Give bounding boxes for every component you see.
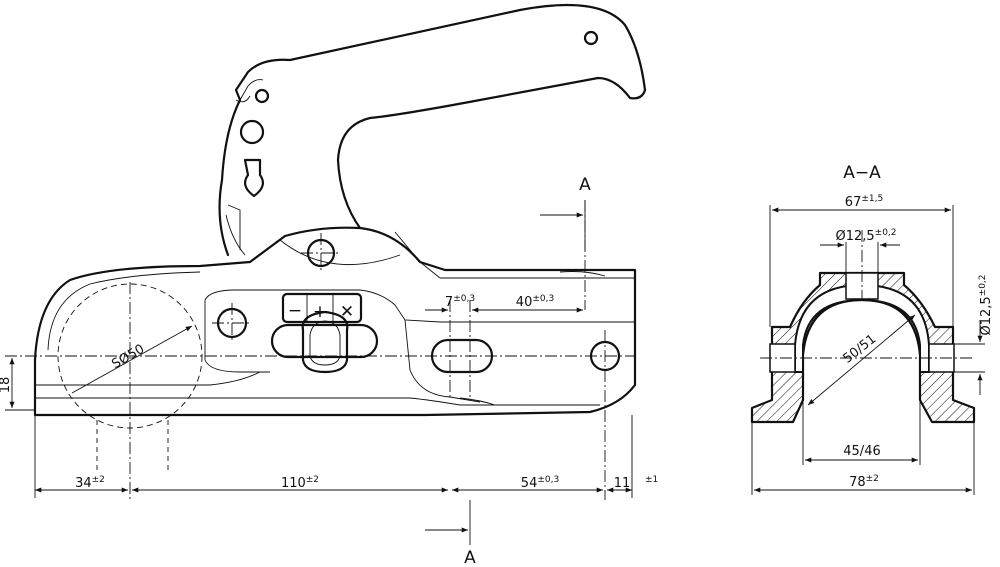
handle-symbol-box: − + ✕ xyxy=(281,292,363,324)
section-mark-bottom: A xyxy=(464,548,476,567)
dim-hole: Ø12,5±0,2 xyxy=(835,228,896,244)
dim-11: 11 xyxy=(614,476,631,491)
coupling-handle xyxy=(218,3,647,257)
dim-45-46: 45/46 xyxy=(843,444,880,459)
indicator-plunger xyxy=(301,310,349,374)
indicator-window xyxy=(270,323,379,359)
dim-40: 40±0,3 xyxy=(516,294,554,310)
dim-18: 18 xyxy=(0,377,13,394)
handle-hole-top xyxy=(583,30,599,46)
symbol-plus: + xyxy=(313,302,327,322)
section-mark-top: A xyxy=(579,175,591,195)
dim-hole-side: Ø12,5±0,2 xyxy=(978,274,994,335)
slot-hole xyxy=(430,338,494,374)
section-view: A−A 67±1,5 Ø12,5±0,2 Ø12,5±0,2 50 xyxy=(750,163,994,495)
dim-ball: SØ50 xyxy=(109,342,147,373)
symbol-minus: − xyxy=(288,301,302,321)
side-view: − + ✕ A A 18 SØ50 7±0,3 40±0,3 xyxy=(0,3,658,567)
body-upper-edge xyxy=(47,271,201,351)
dim-78: 78±2 xyxy=(849,474,879,490)
handle-keyhole xyxy=(243,158,265,198)
dim-54: 54±0,3 xyxy=(521,475,559,491)
section-title: A−A xyxy=(843,163,881,183)
dim-11-tol: ±1 xyxy=(645,475,658,485)
dim-7: 7±0,3 xyxy=(445,294,475,310)
handle-hole-1 xyxy=(254,88,270,104)
dim-34: 34±2 xyxy=(75,475,105,491)
handle-hole-2 xyxy=(239,119,265,145)
dim-110: 110±2 xyxy=(281,475,319,491)
body-lower-edge xyxy=(35,371,600,406)
dim-67: 67±1,5 xyxy=(845,194,883,210)
coupling-body-outline xyxy=(33,226,637,417)
symbol-cross: ✕ xyxy=(340,302,354,322)
